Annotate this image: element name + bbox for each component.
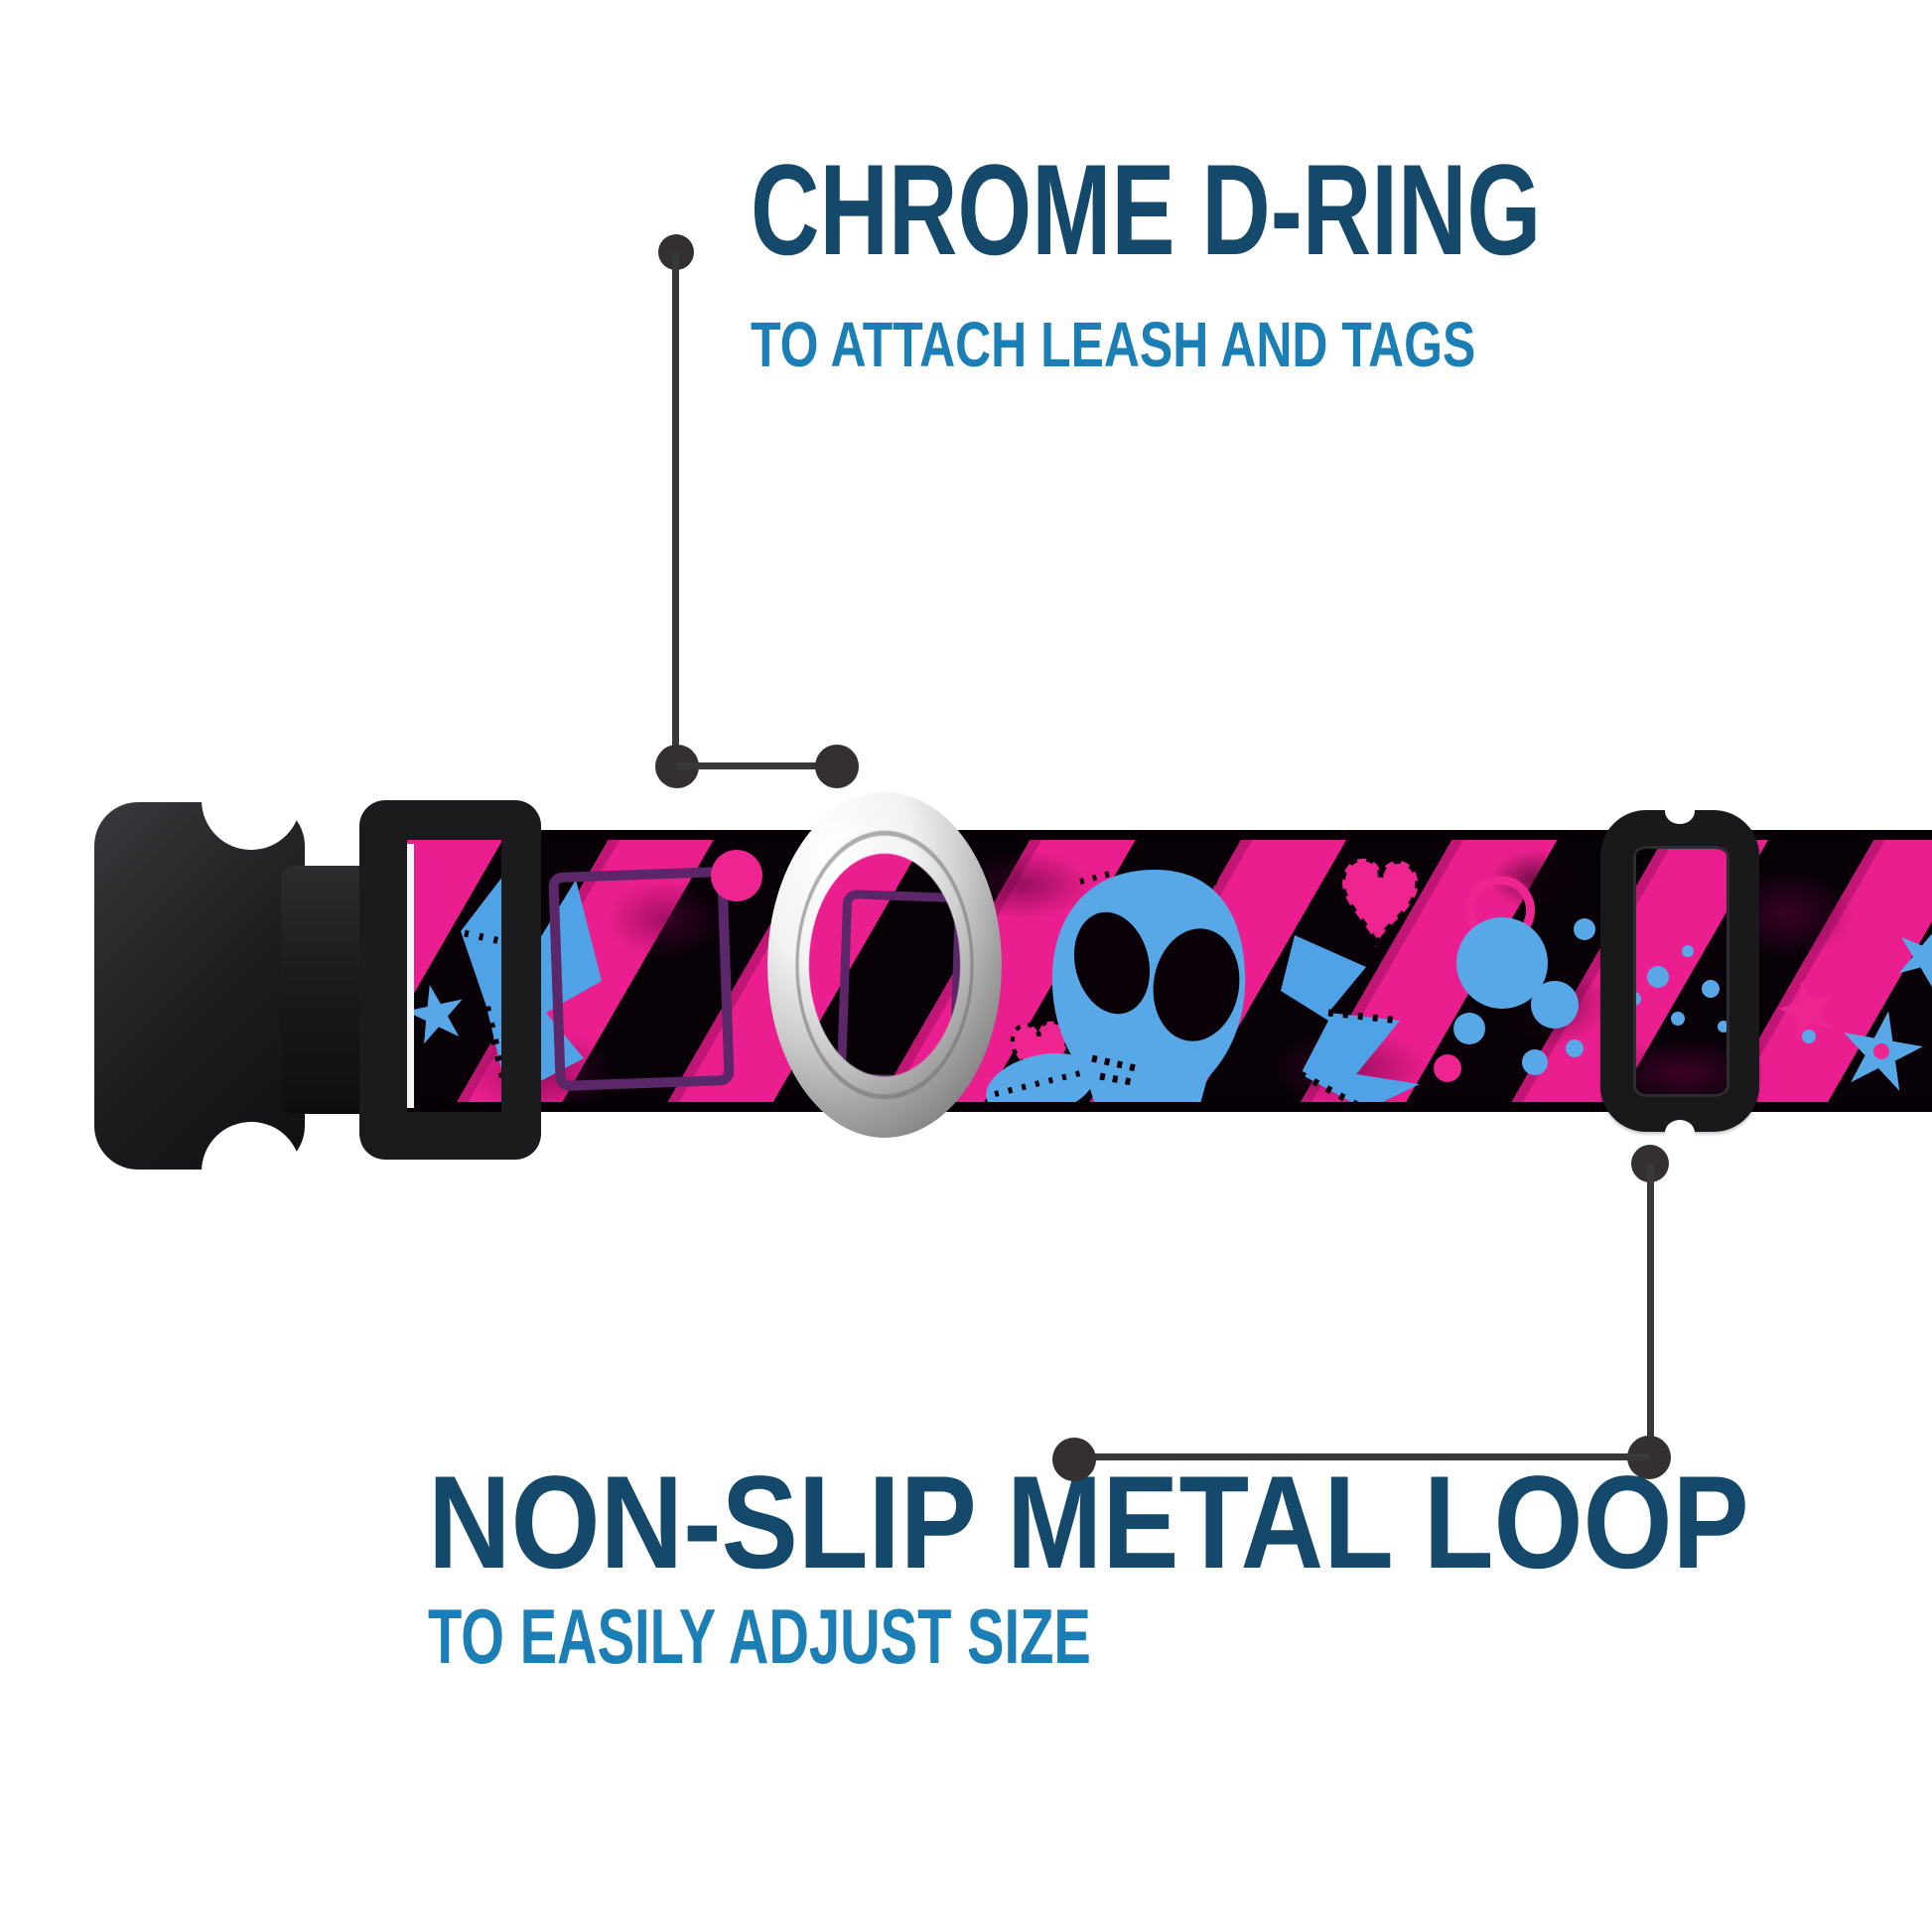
collar-webbing <box>397 830 1932 1112</box>
star-icon <box>1777 928 1932 1091</box>
slide-adjuster-loop <box>1600 810 1759 1132</box>
callout-line-vertical <box>1647 1164 1654 1457</box>
top-callout-subtitle: TO ATTACH LEASH AND TAGS <box>751 309 1476 380</box>
pink-dot-graphic <box>711 850 762 901</box>
buckle-webbing-frame <box>359 800 541 1160</box>
buckle-slot-highlight <box>407 844 414 1108</box>
callout-line-vertical <box>672 252 679 766</box>
grunge-texture <box>606 880 725 959</box>
buckle-contour-notch <box>202 1122 301 1221</box>
buckle-contour-notch <box>202 751 301 850</box>
callout-line-horizontal <box>677 762 837 769</box>
bottom-callout-title: NON-SLIP METAL LOOP <box>428 1449 1749 1596</box>
callout-dot-icon <box>1052 1438 1096 1481</box>
pink-dot-graphic <box>1434 1054 1461 1082</box>
callout-dot-icon <box>815 745 859 788</box>
window-box-graphic <box>548 866 735 1092</box>
adjuster-contour-notch <box>1665 798 1695 824</box>
side-release-buckle <box>94 802 305 1170</box>
blue-zigzag-patch-icon <box>1281 935 1420 1102</box>
top-callout-title: CHROME D-RING <box>751 137 1542 282</box>
bottom-callout-subtitle: TO EASILY ADJUST SIZE <box>428 1592 1091 1680</box>
blue-patch-icon <box>986 1052 1095 1102</box>
chrome-d-ring-reflection <box>775 800 994 1130</box>
stitched-heart-icon <box>1339 855 1421 949</box>
star-icon <box>405 984 463 1044</box>
adjuster-contour-notch <box>1665 1120 1695 1146</box>
skull-graphic-icon <box>1051 869 1246 1102</box>
callout-line-horizontal <box>1074 1453 1649 1460</box>
paint-splatter-icon <box>1453 917 1729 1075</box>
